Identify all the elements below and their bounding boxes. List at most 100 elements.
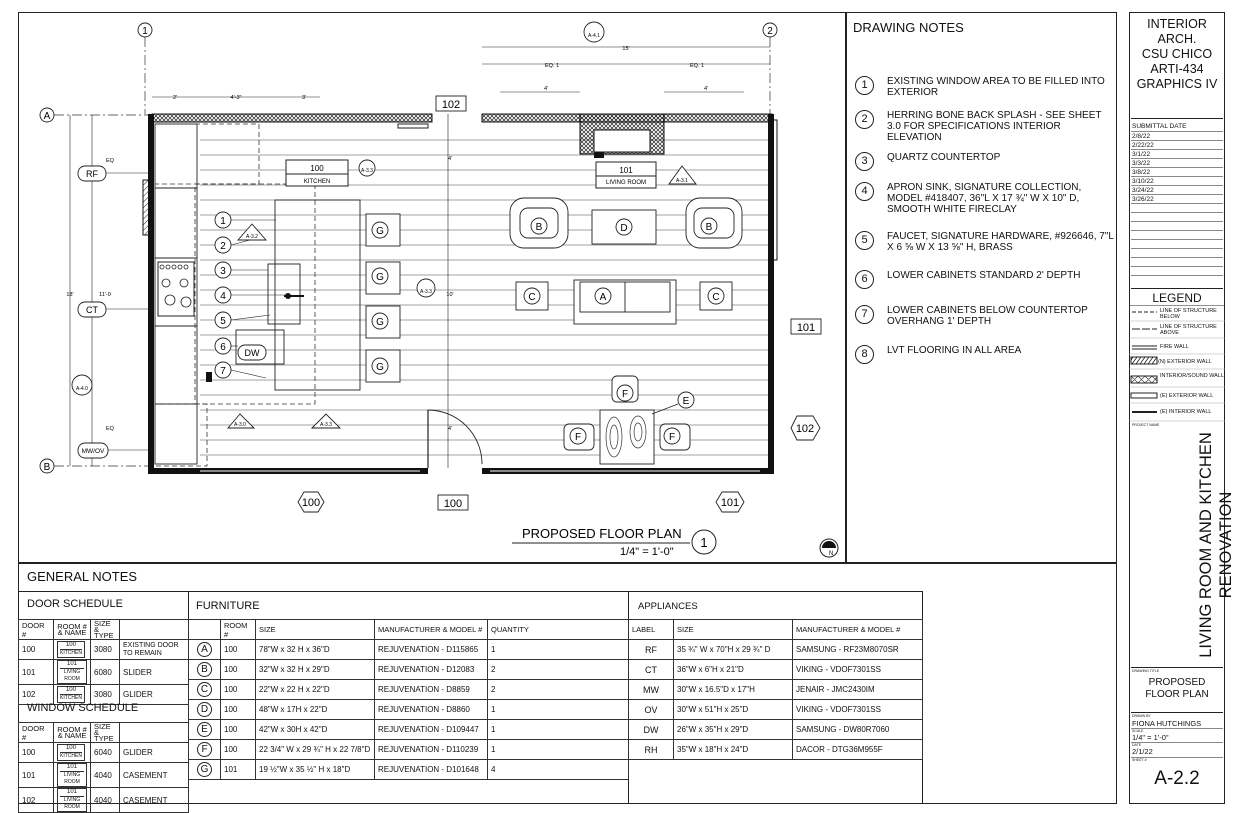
cell-room: 100 <box>220 719 256 740</box>
date-label: DATE <box>1132 743 1142 747</box>
keynote-7: 7 <box>220 366 226 377</box>
cell-door: 101 <box>18 659 54 685</box>
school-line: GRAPHICS IV <box>1136 77 1218 91</box>
furniture-tag-a: A <box>600 292 607 303</box>
cell-room: 100 <box>220 679 256 700</box>
school-line: CSU CHICO <box>1141 47 1213 61</box>
submittal-date: 2/8/22 <box>1132 133 1151 140</box>
drawing-notes-heading: DRAWING NOTES <box>853 20 964 35</box>
cell-label: RH <box>628 739 674 760</box>
grid-a-label: A <box>44 111 51 122</box>
table-header: LABEL SIZE MANUFACTURER & MODEL # <box>628 619 923 640</box>
cell-note: EXISTING DOOR TO REMAIN <box>119 639 189 660</box>
cell-model: REJUVENATION - D12083 <box>374 659 488 680</box>
cell-size: 78"W x 32 H x 36"D <box>255 639 375 660</box>
cell-qty: 2 <box>487 679 629 700</box>
submittal-date-label: SUBMITTAL DATE <box>1132 123 1187 130</box>
keynote-5: 5 <box>220 316 226 327</box>
mini-room-number: 101 <box>66 764 77 770</box>
furniture-tag-e: E <box>683 396 690 407</box>
title-block-date: 2/1/22 <box>1132 747 1153 756</box>
note-text: EXISTING WINDOW AREA TO BE FILLED INTO E… <box>887 76 1105 98</box>
grid-1-label: 1 <box>142 26 148 37</box>
furniture-tag-f-right: F <box>669 432 675 443</box>
cell-qty: 2 <box>487 659 629 680</box>
note-text: APRON SINK, SIGNATURE COLLECTION, MODEL … <box>887 182 1082 215</box>
door-tag-101: 101 <box>797 322 815 334</box>
cell-room: 100 <box>220 639 256 660</box>
cell-size: 6080 <box>90 659 120 685</box>
window-tag-101: 101 <box>721 497 739 509</box>
dim-4b: 4' <box>704 86 708 92</box>
drawing-notes-frame <box>846 12 1117 563</box>
col-model: MANUFACTURER & MODEL # <box>374 619 488 640</box>
cell-room: 100 <box>220 699 256 720</box>
cell-model: JENAIR - JMC2430IM <box>792 679 923 700</box>
project-name-label: PROJECT NAME <box>1132 423 1160 427</box>
cell-size: 42"W x 30H x 42"D <box>255 719 375 740</box>
note-text: FAUCET, SIGNATURE HARDWARE, #926646, 7"L… <box>887 231 1114 253</box>
school-line: INTERIOR <box>1147 17 1207 31</box>
appliance-tag-ct: CT <box>86 305 98 315</box>
title-block-scale: 1/4" = 1'-0" <box>1132 733 1169 742</box>
cell-model: REJUVENATION - D110239 <box>374 739 488 760</box>
note-text: QUARTZ COUNTERTOP <box>887 152 1001 163</box>
general-notes-heading: GENERAL NOTES <box>27 569 138 584</box>
project-name-text: LIVING ROOM AND KITCHEN RENOVATION <box>1197 432 1235 658</box>
furniture-tag: C <box>197 682 212 697</box>
dim-3: 3' <box>302 95 306 101</box>
furniture-tag-b-right: B <box>706 222 713 233</box>
project-name: LIVING ROOM AND KITCHEN RENOVATION <box>1140 430 1235 660</box>
furniture-tag: G <box>197 762 212 777</box>
furniture-tag: F <box>197 742 212 757</box>
cell-qty: 1 <box>487 699 629 720</box>
col-door: DOOR # <box>18 619 54 640</box>
cell-model: REJUVENATION - D101648 <box>374 759 488 780</box>
legend-label: (E) EXTERIOR WALL <box>1160 393 1214 399</box>
note-number: 1 <box>855 76 874 95</box>
section-ref-a40: A-4.0 <box>76 386 88 392</box>
col-size: SIZE & TYPE <box>90 619 120 640</box>
mini-room-name: KITCHEN <box>60 694 82 701</box>
appliance-tag-dw: DW <box>245 348 260 358</box>
mini-room-number: 100 <box>65 642 76 648</box>
legend-label: (E) INTERIOR WALL <box>1160 409 1212 415</box>
cell-note: CASEMENT <box>119 787 189 813</box>
furniture-tag-g-1: G <box>376 226 384 237</box>
door-schedule-title: DOOR SCHEDULE <box>27 598 123 610</box>
dim-4-3: 4'-3" <box>231 95 242 101</box>
dim-11: 11'-0 <box>99 292 111 298</box>
col-room: ROOM # & NAME <box>53 722 91 743</box>
dim-4c: 4' <box>448 156 452 162</box>
submittal-date: 3/10/22 <box>1132 178 1154 185</box>
col-model: MANUFACTURER & MODEL # <box>792 619 923 640</box>
table-header: DOOR # ROOM # & NAME SIZE & TYPE <box>18 619 189 640</box>
cell-size: 6040 <box>90 742 120 763</box>
cell-size: 4040 <box>90 762 120 788</box>
drawing-title-label: DRAWING TITLE <box>1132 669 1160 673</box>
furniture-tag-g-4: G <box>376 362 384 373</box>
scale-label: SCALE <box>1132 729 1144 733</box>
drawn-by: FIONA HUTCHINGS <box>1132 719 1202 728</box>
dim-overall: 15' <box>622 46 629 52</box>
cell-size: 36"W x 6"H x 21"D <box>673 659 793 680</box>
cell-size: 22 3/4" W x 29 ¾" H x 22 7/8"D <box>255 739 375 760</box>
section-ref-a33-bottom: A-3.3 <box>320 422 332 428</box>
furniture-tag-g-2: G <box>376 272 384 283</box>
legend-swatches <box>1129 305 1225 422</box>
cell-size: 35"W x 18"H x 24"D <box>673 739 793 760</box>
note-number: 3 <box>855 152 874 171</box>
cell-room: 100 <box>220 659 256 680</box>
